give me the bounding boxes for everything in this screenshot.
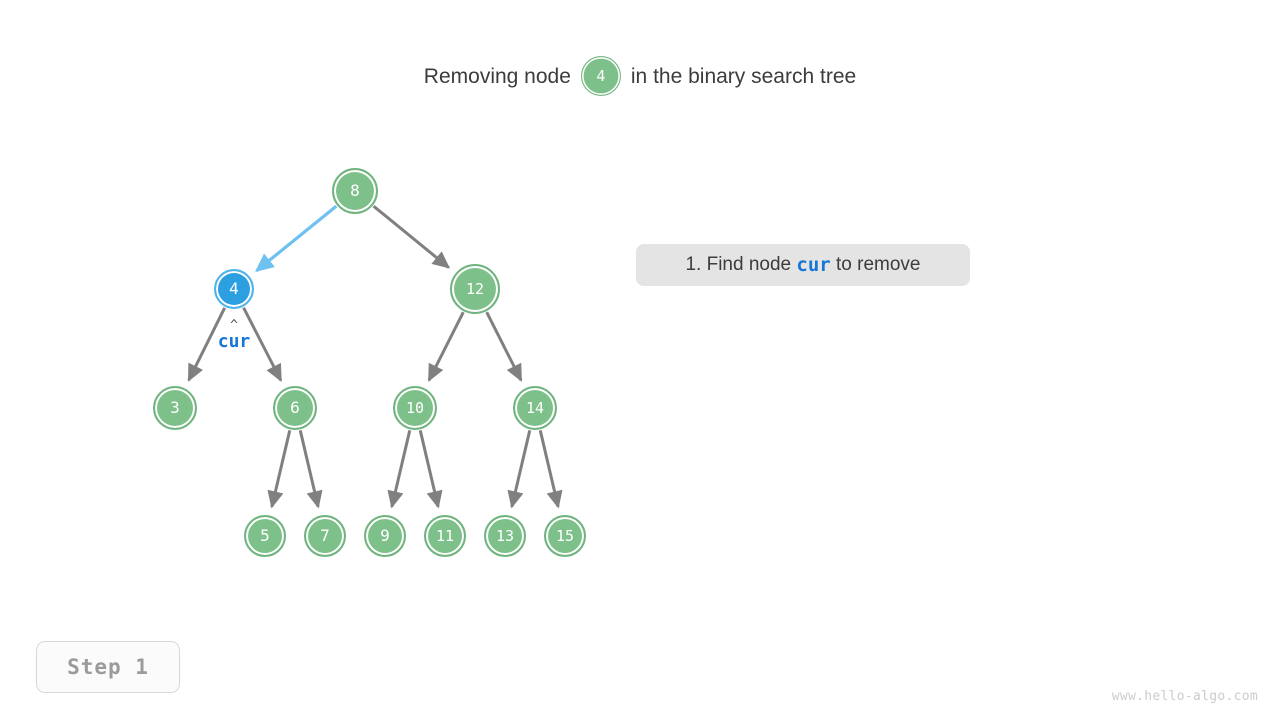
tree-node-13[interactable]: 13 bbox=[484, 515, 526, 557]
watermark: www.hello-algo.com bbox=[1111, 689, 1258, 704]
tree-node-4[interactable]: 4 bbox=[214, 269, 254, 309]
legend-suffix: to remove bbox=[830, 254, 921, 275]
step-description-box: 1. Find node cur to remove bbox=[636, 244, 970, 286]
cur-pointer-label: cur bbox=[217, 331, 251, 352]
tree-edge bbox=[242, 307, 283, 383]
tree-node-6[interactable]: 6 bbox=[273, 386, 317, 430]
tree-edge bbox=[187, 307, 227, 382]
tree-edge bbox=[538, 430, 563, 509]
title-prefix: Removing node bbox=[423, 64, 571, 88]
tree-edge bbox=[298, 430, 323, 509]
tree-node-10[interactable]: 10 bbox=[393, 386, 437, 430]
tree-node-14[interactable]: 14 bbox=[513, 386, 557, 430]
tree-edge bbox=[418, 430, 443, 509]
tree-node-7[interactable]: 7 bbox=[304, 515, 346, 557]
caret-icon: ^ bbox=[230, 318, 238, 333]
step-badge-label: Step 1 bbox=[67, 655, 149, 679]
tree-node-15[interactable]: 15 bbox=[544, 515, 586, 557]
tree-node-3[interactable]: 3 bbox=[153, 386, 197, 430]
tree-node-12[interactable]: 12 bbox=[450, 264, 500, 314]
tree-edge bbox=[427, 311, 465, 382]
title-suffix: in the binary search tree bbox=[630, 64, 857, 88]
tree-node-5[interactable]: 5 bbox=[244, 515, 286, 557]
tree-node-9[interactable]: 9 bbox=[364, 515, 406, 557]
tree-edge bbox=[507, 430, 532, 509]
tree-edge bbox=[372, 205, 451, 269]
title-node-badge: 4 bbox=[580, 56, 621, 96]
title-node-badge-value: 4 bbox=[596, 67, 606, 85]
legend-prefix: 1. Find node bbox=[685, 254, 797, 275]
tree-edge bbox=[485, 311, 523, 382]
cur-pointer: ^ cur bbox=[204, 319, 264, 351]
tree-edge bbox=[255, 204, 338, 272]
tree-edge bbox=[267, 430, 292, 509]
tree-node-11[interactable]: 11 bbox=[424, 515, 466, 557]
tree-edge-layer bbox=[187, 204, 563, 509]
legend-keyword: cur bbox=[796, 254, 831, 276]
tree-node-8[interactable]: 8 bbox=[332, 168, 378, 214]
step-badge: Step 1 bbox=[36, 641, 180, 693]
page-title: Removing node 4 in the binary search tre… bbox=[0, 56, 1280, 96]
tree-edge bbox=[387, 430, 412, 509]
